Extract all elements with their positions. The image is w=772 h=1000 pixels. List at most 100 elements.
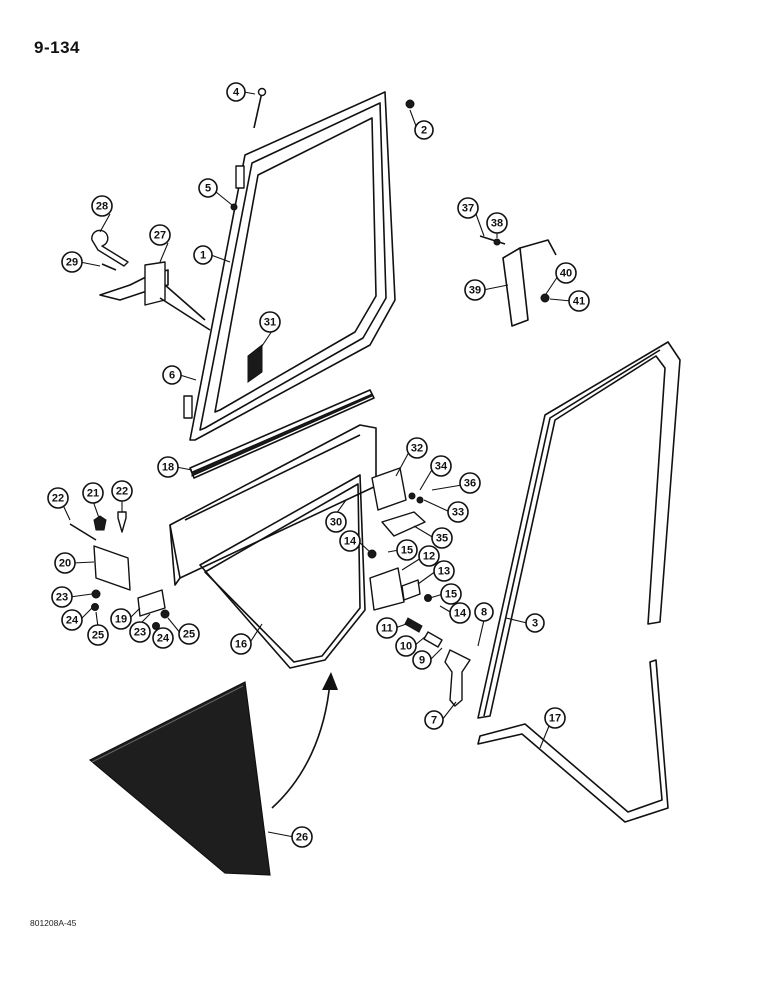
callout-24: 24 (152, 627, 174, 649)
callout-number: 15 (445, 589, 457, 601)
latch-part (247, 343, 263, 383)
callout-4: 4 (226, 82, 246, 102)
callout-number: 6 (169, 370, 175, 382)
callout-15: 15 (396, 539, 418, 561)
callout-circle (433, 560, 455, 582)
callout-circle (544, 707, 566, 729)
callout-circle (61, 251, 83, 273)
callout-25: 25 (87, 624, 109, 646)
callout-17: 17 (544, 707, 566, 729)
callout-number: 2 (421, 125, 427, 137)
callout-circle (406, 437, 428, 459)
callout-30: 30 (325, 511, 347, 533)
callout-number: 23 (134, 627, 146, 639)
callout-circle (447, 501, 469, 523)
callout-circle (198, 178, 218, 198)
callout-circle (162, 365, 182, 385)
callout-number: 33 (452, 507, 464, 519)
lower-seal-part (477, 659, 669, 823)
callout-20: 20 (54, 552, 76, 574)
callout-36: 36 (459, 472, 481, 494)
callout-39: 39 (464, 279, 486, 301)
callout-number: 25 (92, 630, 104, 642)
callout-circle (424, 710, 444, 730)
callout-circle (376, 617, 398, 639)
callout-number: 30 (330, 517, 342, 529)
callout-circle (525, 613, 545, 633)
callout-circle (91, 195, 113, 217)
callout-number: 24 (66, 615, 79, 627)
callout-number: 4 (233, 87, 240, 99)
callout-circle (230, 633, 252, 655)
callout-circle (431, 527, 453, 549)
nut-part (405, 99, 415, 109)
callout-circle (412, 650, 432, 670)
callout-number: 32 (411, 443, 423, 455)
callout-28: 28 (91, 195, 113, 217)
mesh-screen-part (88, 681, 271, 876)
latch-mechanism-part (367, 549, 443, 648)
callout-circle (464, 279, 486, 301)
striker-bracket-part (479, 235, 557, 327)
callout-5: 5 (198, 178, 218, 198)
callout-number: 7 (431, 715, 437, 727)
small-nut-part (230, 203, 238, 211)
callout-circle (149, 224, 171, 246)
callout-layer: 1234567891011121314141515161718192021222… (47, 82, 590, 848)
callout-14: 14 (449, 602, 471, 624)
glass-seal-part (477, 341, 681, 719)
callout-8: 8 (474, 602, 494, 622)
lock-assembly-part (91, 229, 211, 331)
callout-number: 10 (400, 641, 412, 653)
callout-circle (47, 487, 69, 509)
callout-number: 22 (116, 486, 128, 498)
callout-circle (178, 623, 200, 645)
callout-9: 9 (412, 650, 432, 670)
callout-40: 40 (555, 262, 577, 284)
callout-circle (396, 539, 418, 561)
callout-number: 3 (532, 618, 538, 630)
callout-number: 31 (264, 317, 276, 329)
callout-circle (110, 608, 132, 630)
callout-23: 23 (129, 621, 151, 643)
door-handle-part (444, 649, 471, 707)
callout-number: 14 (344, 536, 357, 548)
callout-number: 22 (52, 493, 64, 505)
callout-19: 19 (110, 608, 132, 630)
callout-number: 17 (549, 713, 561, 725)
callout-circle (395, 635, 417, 657)
callout-1: 1 (193, 245, 213, 265)
callout-41: 41 (568, 290, 590, 312)
callout-circle (486, 212, 508, 234)
callout-25: 25 (178, 623, 200, 645)
callout-number: 34 (435, 461, 448, 473)
callout-38: 38 (486, 212, 508, 234)
callout-circle (111, 480, 133, 502)
callout-21: 21 (82, 482, 104, 504)
callout-circle (440, 583, 462, 605)
callout-6: 6 (162, 365, 182, 385)
callout-10: 10 (395, 635, 417, 657)
callout-number: 16 (235, 639, 247, 651)
callout-3: 3 (525, 613, 545, 633)
callout-12: 12 (418, 545, 440, 567)
callout-number: 40 (560, 268, 572, 280)
callout-number: 25 (183, 629, 195, 641)
callout-number: 15 (401, 545, 413, 557)
callout-number: 26 (296, 832, 308, 844)
callout-circle (555, 262, 577, 284)
callout-circle (325, 511, 347, 533)
callout-circle (193, 245, 213, 265)
callout-number: 23 (56, 592, 68, 604)
callout-circle (87, 624, 109, 646)
callout-22: 22 (47, 487, 69, 509)
callout-7: 7 (424, 710, 444, 730)
callout-number: 28 (96, 201, 108, 213)
callout-number: 11 (381, 623, 393, 635)
lower-door-panel-part (169, 424, 377, 669)
callout-number: 8 (481, 607, 487, 619)
callout-26: 26 (291, 826, 313, 848)
callout-number: 37 (462, 203, 474, 215)
callout-circle (152, 627, 174, 649)
